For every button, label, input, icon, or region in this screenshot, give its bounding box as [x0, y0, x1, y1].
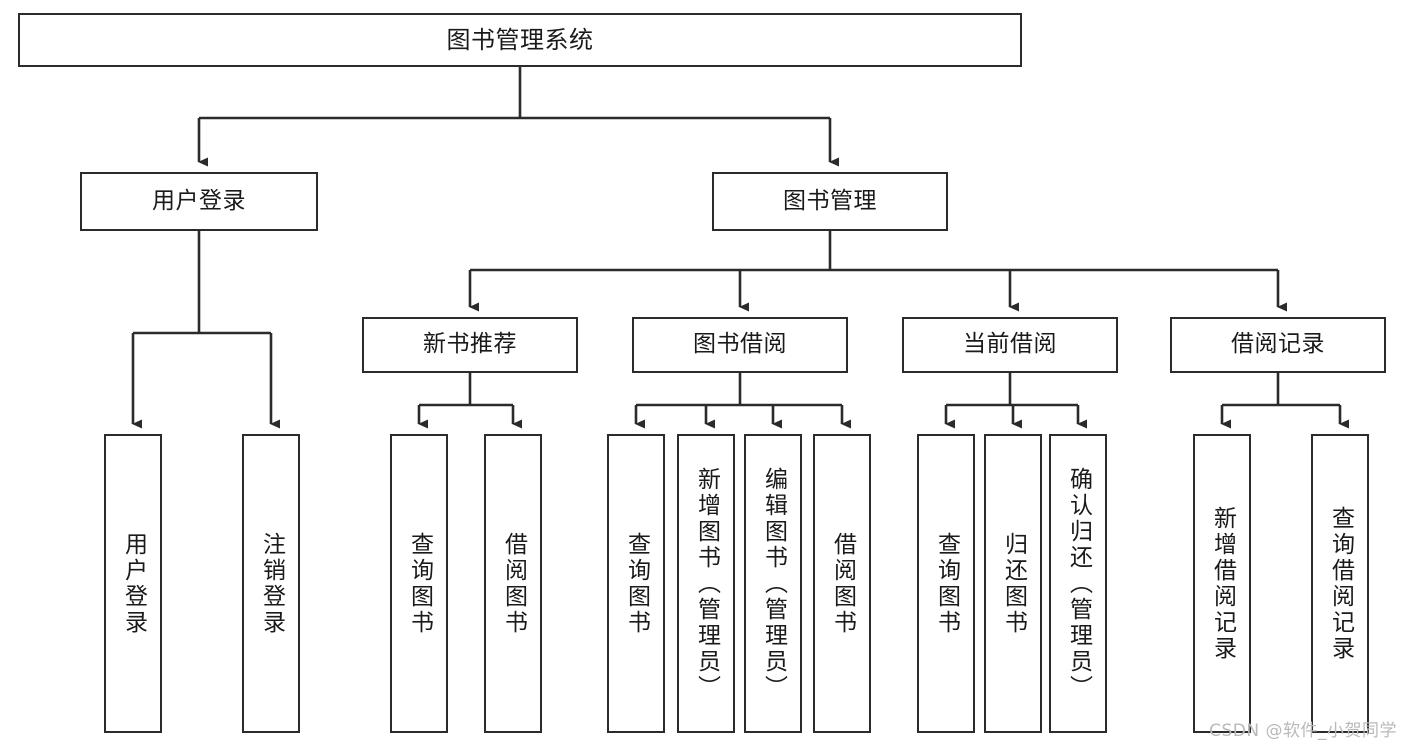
leaf-record-query-label: 查询借阅记录	[1327, 505, 1354, 662]
leaf-borrow-add-book[interactable]: 新增图书（管理员）	[677, 434, 735, 733]
leaf-user-login-login-label: 用户登录	[120, 531, 147, 636]
node-book-borrow[interactable]: 图书借阅	[632, 317, 848, 373]
node-user-login[interactable]: 用户登录	[80, 172, 318, 231]
leaf-user-login-logout[interactable]: 注销登录	[242, 434, 300, 733]
node-borrow-record[interactable]: 借阅记录	[1170, 317, 1386, 373]
node-book-manage[interactable]: 图书管理	[712, 172, 948, 231]
leaf-current-confirm-return-label: 确认归还（管理员）	[1065, 466, 1092, 701]
leaf-record-add-label: 新增借阅记录	[1209, 505, 1236, 662]
leaf-borrow-query-book[interactable]: 查询图书	[607, 434, 665, 733]
node-new-book-recommend[interactable]: 新书推荐	[362, 317, 578, 373]
node-new-book-recommend-label: 新书推荐	[423, 331, 517, 358]
csdn-watermark: CSDN @软件_小贺同学	[1209, 721, 1397, 741]
leaf-current-return-book-label: 归还图书	[1000, 531, 1027, 636]
leaf-current-query-book-label: 查询图书	[933, 531, 960, 636]
leaf-borrow-edit-book-label: 编辑图书（管理员）	[760, 466, 787, 701]
leaf-borrow-borrow-book-label: 借阅图书	[829, 531, 856, 636]
node-root[interactable]: 图书管理系统	[18, 13, 1022, 67]
leaf-record-add[interactable]: 新增借阅记录	[1193, 434, 1251, 733]
leaf-borrow-borrow-book[interactable]: 借阅图书	[813, 434, 871, 733]
node-root-label: 图书管理系统	[446, 25, 594, 54]
leaf-new-book-query[interactable]: 查询图书	[390, 434, 448, 733]
leaf-borrow-query-book-label: 查询图书	[623, 531, 650, 636]
node-current-borrow[interactable]: 当前借阅	[902, 317, 1118, 373]
leaf-new-book-borrow[interactable]: 借阅图书	[484, 434, 542, 733]
leaf-new-book-borrow-label: 借阅图书	[500, 531, 527, 636]
leaf-user-login-logout-label: 注销登录	[258, 531, 285, 636]
leaf-current-query-book[interactable]: 查询图书	[917, 434, 975, 733]
node-book-manage-label: 图书管理	[783, 187, 877, 214]
node-current-borrow-label: 当前借阅	[963, 331, 1057, 358]
leaf-borrow-add-book-label: 新增图书（管理员）	[693, 466, 720, 701]
leaf-new-book-query-label: 查询图书	[406, 531, 433, 636]
leaf-user-login-login[interactable]: 用户登录	[104, 434, 162, 733]
node-user-login-label: 用户登录	[152, 187, 246, 214]
leaf-current-confirm-return[interactable]: 确认归还（管理员）	[1049, 434, 1107, 733]
node-book-borrow-label: 图书借阅	[693, 331, 787, 358]
node-borrow-record-label: 借阅记录	[1231, 331, 1325, 358]
leaf-borrow-edit-book[interactable]: 编辑图书（管理员）	[744, 434, 802, 733]
leaf-record-query[interactable]: 查询借阅记录	[1311, 434, 1369, 733]
leaf-current-return-book[interactable]: 归还图书	[984, 434, 1042, 733]
